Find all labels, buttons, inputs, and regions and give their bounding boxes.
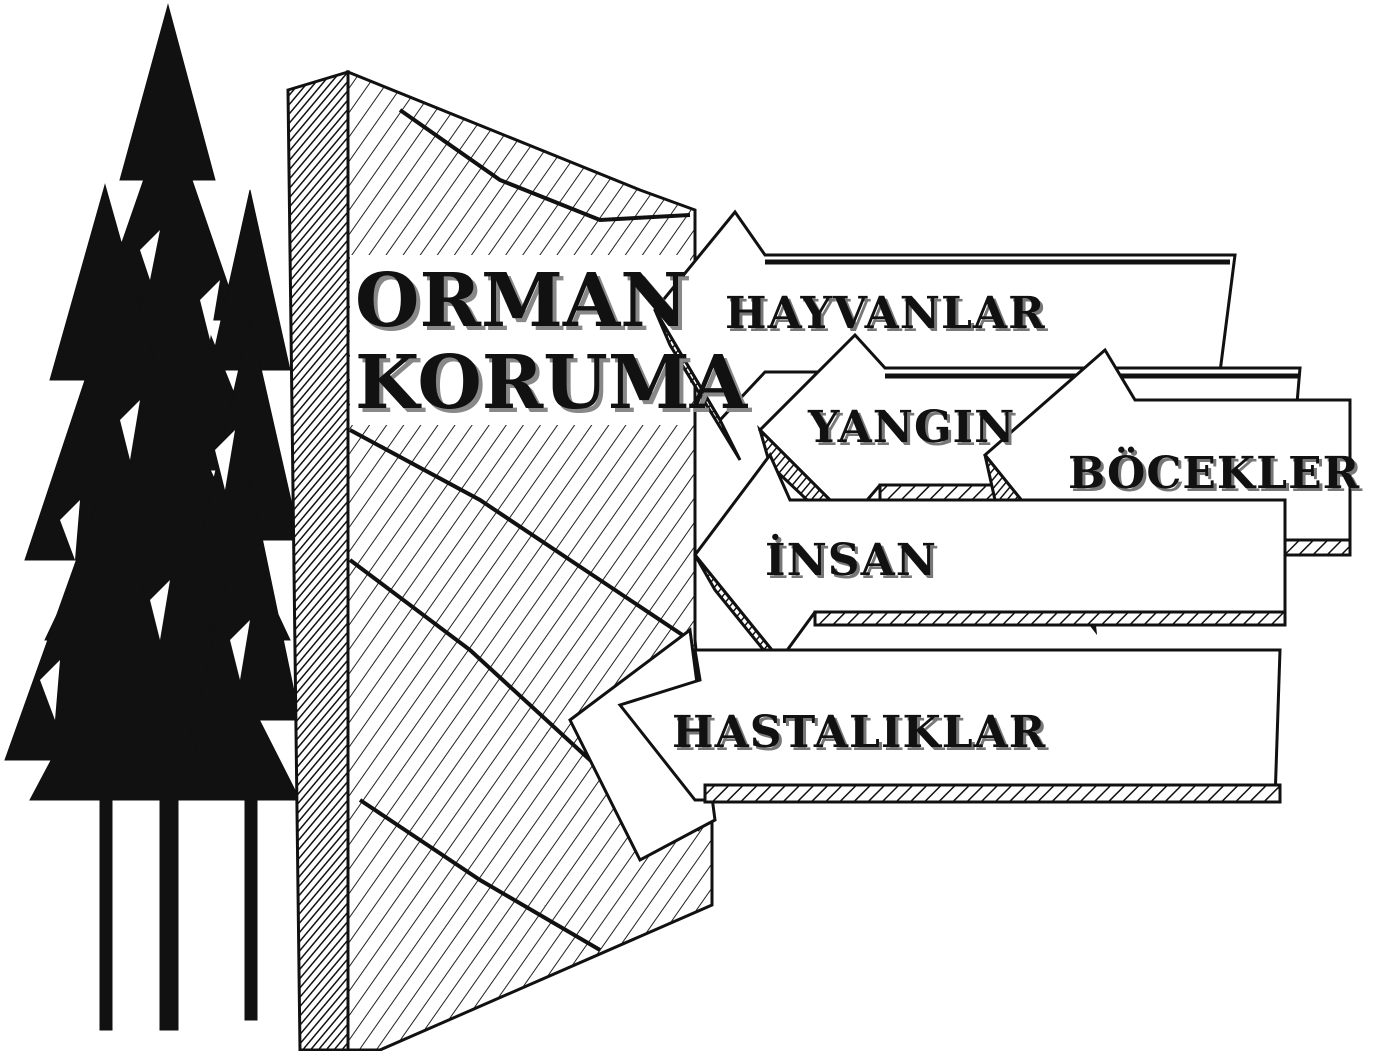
label-hastaliklar: HASTALIKLAR bbox=[672, 707, 1046, 758]
label-bocekler: BÖCEKLER bbox=[1068, 448, 1360, 499]
wall-edge bbox=[288, 72, 348, 1050]
label-hayvanlar: HAYVANLAR bbox=[725, 288, 1046, 339]
pine-trees bbox=[5, 5, 300, 1030]
title-line-orman: ORMAN bbox=[355, 258, 688, 344]
label-yangin: YANGIN bbox=[808, 402, 1015, 453]
label-insan: İNSAN bbox=[765, 535, 937, 586]
title-line-koruma: KORUMA bbox=[355, 340, 747, 426]
